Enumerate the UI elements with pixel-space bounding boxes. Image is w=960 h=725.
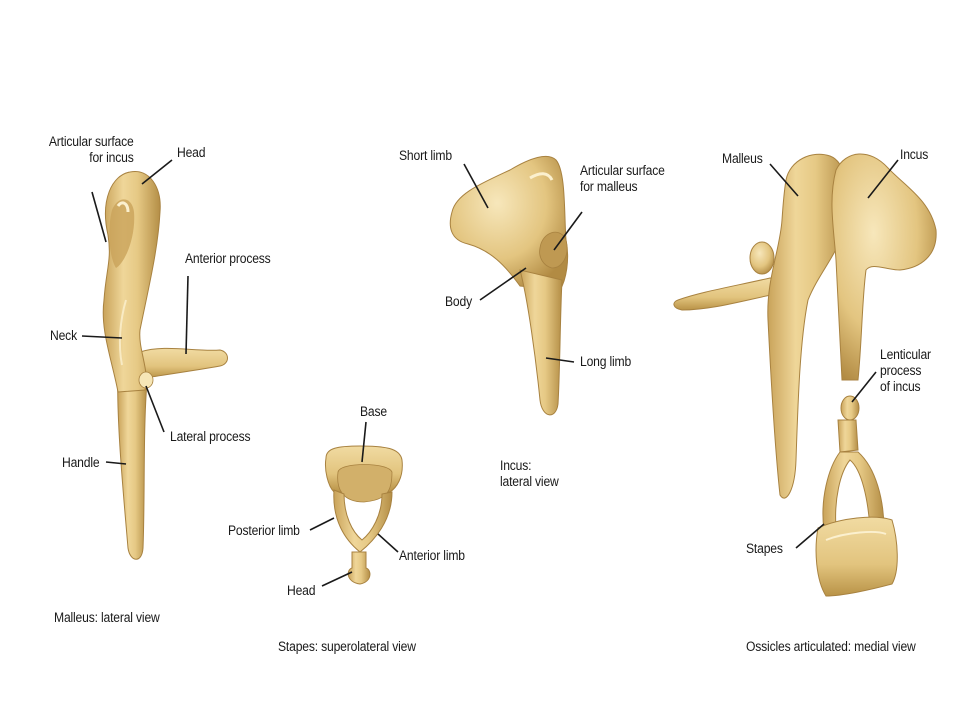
leader-incus-body — [479, 267, 527, 301]
incus-bone — [449, 155, 569, 416]
leader-incus-long — [545, 357, 575, 363]
leader-art-malleus — [769, 163, 799, 197]
label-articulated-stapes: Stapes — [746, 541, 783, 556]
leader-stapes-base — [361, 421, 367, 463]
leader-stapes-anterior — [377, 533, 399, 553]
leader-art-stapes — [795, 523, 825, 549]
label-stapes-head: Head — [287, 583, 316, 598]
label-incus-short-limb: Short limb — [399, 148, 452, 163]
leader-lines — [81, 159, 899, 587]
label-malleus-articular-surface: Articular surface for incus — [48, 134, 134, 165]
leader-incus-articular — [553, 211, 583, 251]
caption-incus: Incus: lateral view — [500, 458, 559, 489]
stapes-bone — [325, 445, 403, 585]
leader-malleus-articular — [91, 191, 107, 243]
leader-art-lenticular — [851, 371, 877, 403]
label-malleus-handle: Handle — [62, 455, 100, 470]
label-stapes-posterior-limb: Posterior limb — [228, 523, 300, 538]
leader-malleus-neck — [81, 335, 123, 339]
label-malleus-anterior-process: Anterior process — [185, 251, 271, 266]
leader-art-incus — [867, 159, 899, 199]
label-malleus-neck: Neck — [50, 328, 77, 343]
malleus-bone — [102, 171, 228, 560]
leader-malleus-head — [141, 159, 173, 185]
leader-malleus-anterior — [185, 275, 189, 355]
label-incus-long-limb: Long limb — [580, 354, 632, 369]
label-incus-body: Body — [445, 294, 472, 309]
label-stapes-base: Base — [360, 404, 387, 419]
leader-malleus-lateral — [145, 385, 165, 433]
caption-malleus: Malleus: lateral view — [54, 610, 160, 625]
label-articulated-incus: Incus — [900, 147, 929, 162]
label-articulated-lenticular-process: Lenticular process of incus — [880, 347, 931, 394]
label-malleus-lateral-process: Lateral process — [170, 429, 251, 444]
label-malleus-head: Head — [177, 145, 206, 160]
caption-stapes: Stapes: superolateral view — [278, 639, 416, 654]
leader-stapes-posterior — [309, 517, 335, 531]
label-stapes-anterior-limb: Anterior limb — [399, 548, 465, 563]
leader-incus-short — [463, 163, 489, 209]
leader-malleus-handle — [105, 461, 127, 465]
leader-stapes-head — [321, 571, 353, 587]
label-articulated-malleus: Malleus — [722, 151, 763, 166]
label-incus-articular-surface: Articular surface for malleus — [580, 163, 665, 194]
articulated-ossicles — [673, 153, 937, 597]
caption-articulated: Ossicles articulated: medial view — [746, 639, 916, 654]
